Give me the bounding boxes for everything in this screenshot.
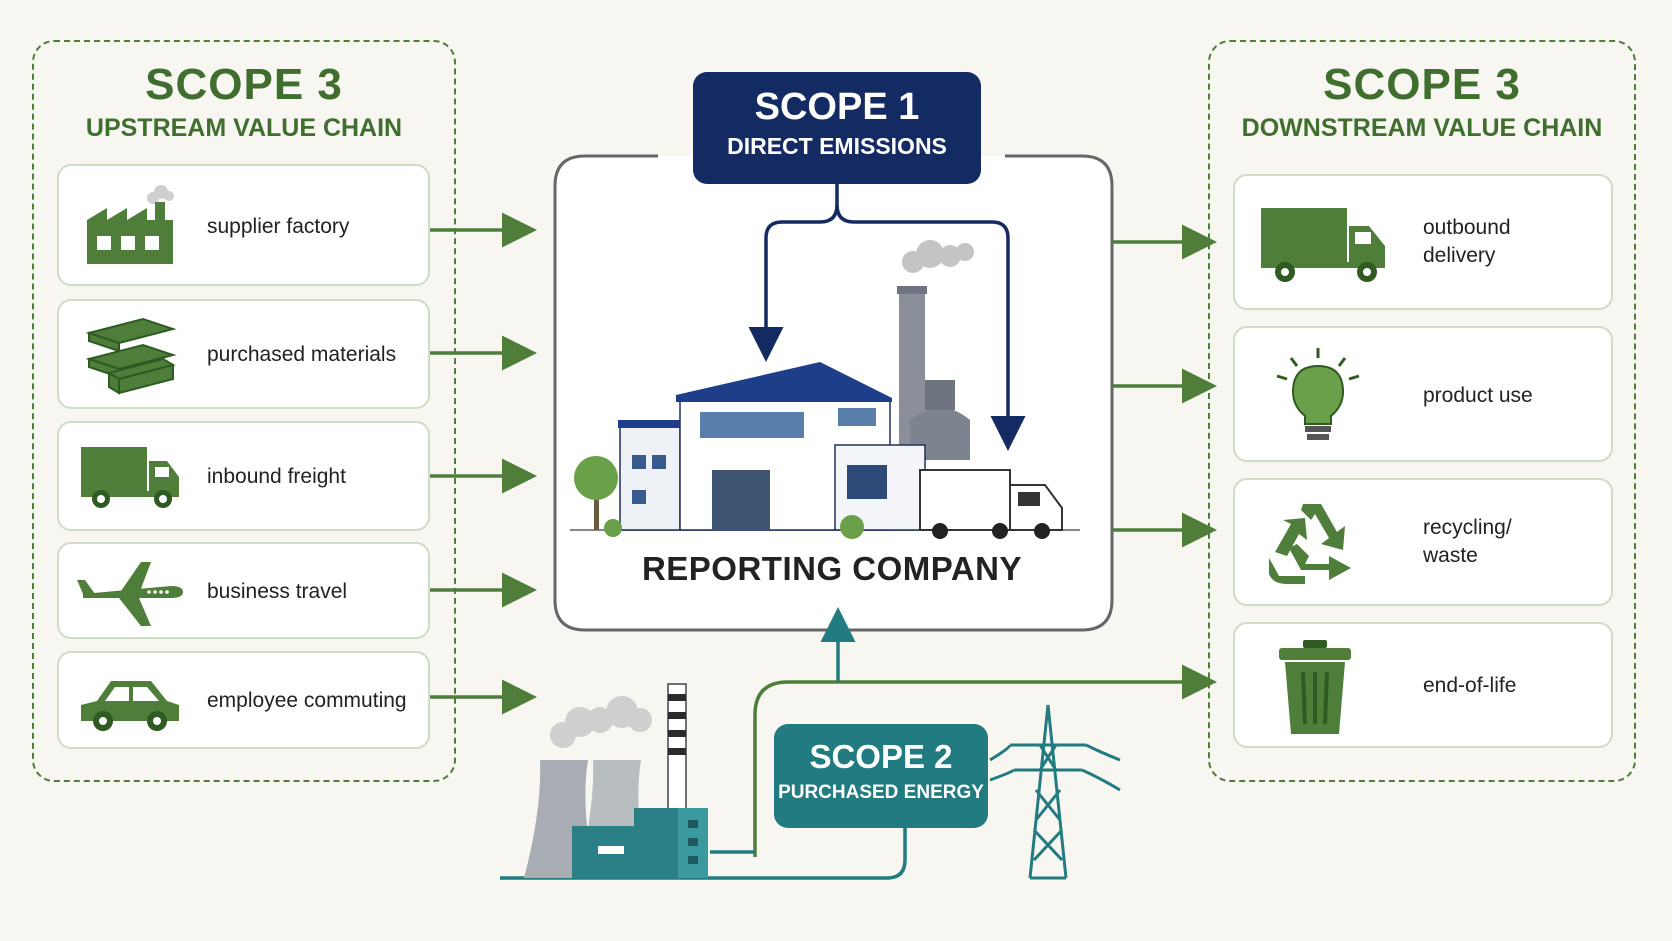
scope1-box: SCOPE 1 DIRECT EMISSIONS [693, 72, 981, 184]
upstream-title: SCOPE 3 [145, 60, 343, 109]
upstream-label: supplier factory [207, 215, 350, 238]
downstream-label: recycling/ waste [1423, 516, 1512, 567]
upstream-label: inbound freight [207, 465, 346, 488]
downstream-card-outbound-delivery: outbound delivery [1233, 174, 1613, 310]
downstream-label: product use [1423, 384, 1533, 407]
downstream-card-recycling-waste: recycling/ waste [1233, 478, 1613, 606]
trash-bin-icon [1279, 640, 1351, 734]
scope1-title: SCOPE 1 [754, 86, 920, 128]
downstream-title: SCOPE 3 [1323, 60, 1521, 109]
scope2-subtitle: PURCHASED ENERGY [778, 782, 984, 803]
upstream-label: employee commuting [207, 689, 407, 712]
upstream-card-supplier-factory: supplier factory [57, 164, 430, 286]
transmission-tower-icon [989, 704, 1121, 880]
recycle-icon [1269, 504, 1351, 584]
downstream-card-product-use: product use [1233, 326, 1613, 462]
upstream-card-inbound-freight: inbound freight [57, 421, 430, 531]
upstream-subtitle: UPSTREAM VALUE CHAIN [85, 114, 403, 142]
scope2-box: SCOPE 2 PURCHASED ENERGY [774, 724, 988, 828]
downstream-label: outbound delivery [1423, 216, 1511, 267]
scope3-upstream-panel: SCOPE 3 UPSTREAM VALUE CHAIN [32, 40, 456, 782]
power-plant-illustration [524, 683, 708, 878]
car-icon [81, 681, 179, 731]
factory-icon [87, 185, 174, 264]
upstream-label: business travel [207, 580, 348, 603]
scope1-arrows [748, 184, 1026, 451]
lightbulb-icon [1276, 348, 1360, 440]
downstream-subtitle: DOWNSTREAM VALUE CHAIN [1241, 114, 1603, 142]
scope2-title: SCOPE 2 [809, 738, 953, 775]
steel-beams-icon [85, 317, 177, 395]
truck-icon [1261, 208, 1385, 282]
upstream-card-purchased-materials: purchased materials [57, 299, 430, 409]
upstream-card-employee-commuting: employee commuting [57, 651, 430, 749]
upstream-arrows [430, 212, 537, 715]
arrow-end-of-life [753, 664, 1217, 857]
downstream-label: end-of-life [1423, 674, 1517, 697]
scope2-arrows [500, 607, 907, 880]
reporting-company-label: REPORTING COMPANY [641, 550, 1023, 587]
downstream-card-end-of-life: end-of-life [1233, 622, 1613, 748]
truck-icon [81, 447, 179, 508]
downstream-arrows [753, 224, 1217, 857]
reporting-company-building [570, 240, 1080, 539]
scope1-subtitle: DIRECT EMISSIONS [727, 133, 947, 159]
upstream-card-business-travel: business travel [57, 542, 430, 639]
upstream-label: purchased materials [207, 343, 397, 366]
airplane-icon [77, 562, 183, 626]
scope3-downstream-panel: SCOPE 3 DOWNSTREAM VALUE CHAIN [1208, 40, 1636, 782]
